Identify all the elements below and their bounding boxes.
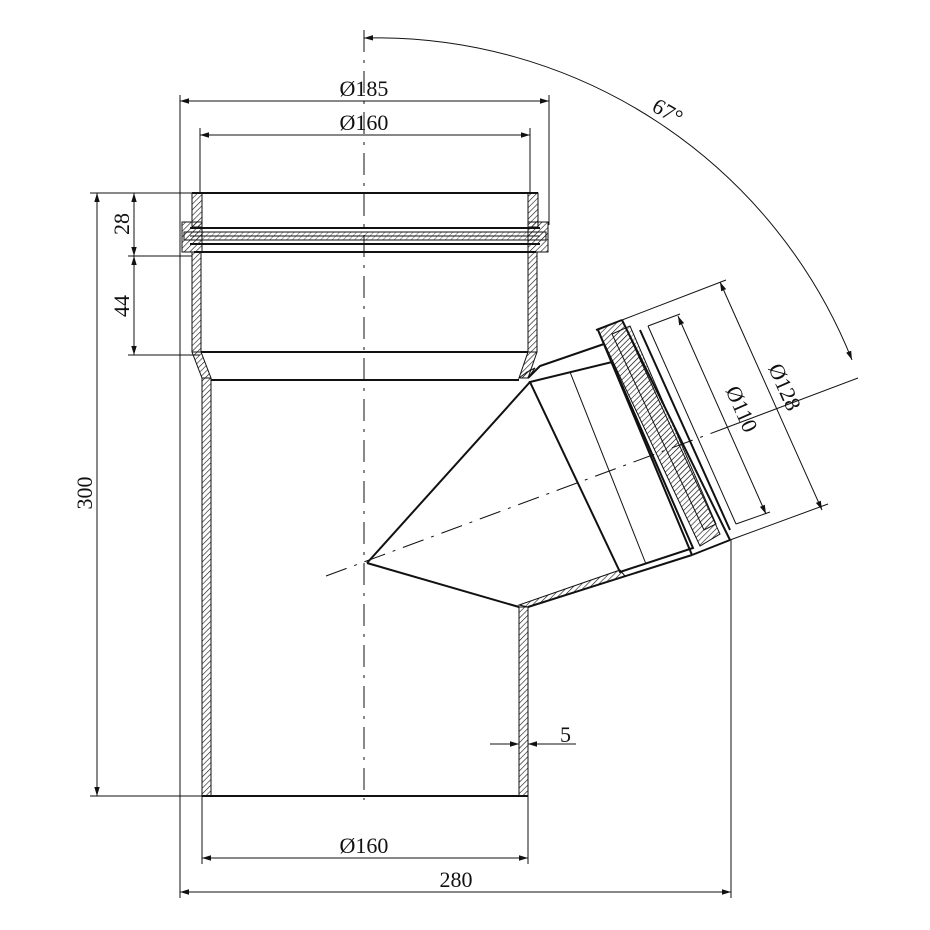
dim-spigot-diameter: Ø160 [340,833,389,858]
dim-total-height: 300 [72,477,97,510]
dim-ring-height: 28 [109,213,134,235]
main-pipe-body [181,192,549,797]
dim-socket-depth: 44 [109,295,134,317]
dim-branch-angle: 67° [648,93,687,130]
dim-socket-inner-diameter: Ø160 [340,110,389,135]
dimension-lines [90,35,859,898]
branch-pipe [366,319,737,608]
dim-branch-outer-diameter: Ø128 [763,360,806,415]
dim-socket-outer-diameter: Ø185 [340,76,389,101]
dim-total-width: 280 [440,867,473,892]
dim-wall-thickness: 5 [560,722,571,747]
